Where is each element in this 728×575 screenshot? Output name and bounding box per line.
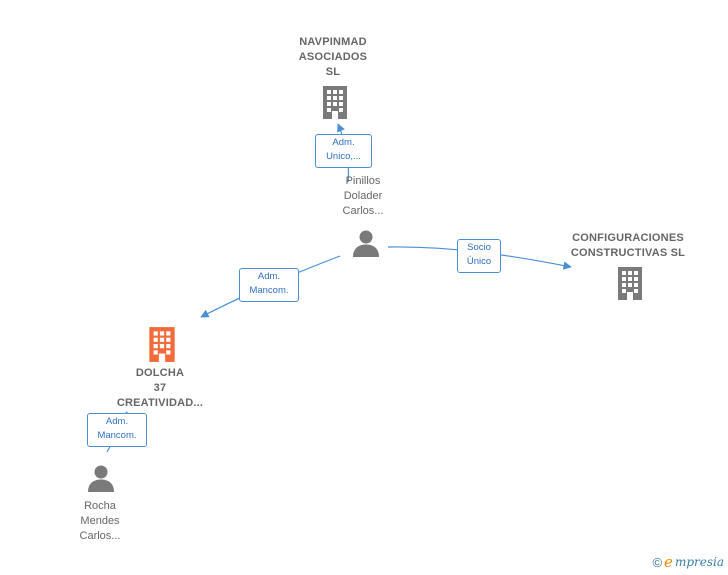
label-line: Socio [467, 242, 491, 253]
person-icon[interactable] [351, 229, 381, 257]
label-line: Mendes [80, 515, 120, 527]
label-line: CONSTRUCTIVAS SL [570, 247, 686, 259]
label-line: CREATIVIDAD... [116, 397, 204, 409]
label-line: CONFIGURACIONES [572, 232, 684, 244]
brand-logo-text: mpresia [674, 555, 724, 569]
brand-logo-letter: e [664, 553, 673, 571]
person-icon[interactable] [86, 464, 116, 492]
label-line: ASOCIADOS [298, 51, 368, 63]
label-line: SL [325, 66, 341, 78]
edge-label-adm-mancom-rocha[interactable]: Adm. Mancom. [87, 413, 147, 447]
node-label-pinillos[interactable]: Pinillos Dolader Carlos... [318, 174, 408, 219]
label-line: Único [466, 256, 492, 267]
label-line: Pinillos [345, 175, 381, 187]
edge-label-socio-unico[interactable]: Socio Único [457, 239, 501, 273]
label-line: Carlos... [342, 205, 384, 217]
edge-label-adm-unico[interactable]: Adm. Unico,... [315, 134, 372, 168]
label-line: Mancom. [249, 285, 289, 296]
label-line: Mancom. [97, 430, 137, 441]
building-icon-highlighted[interactable] [146, 325, 178, 363]
label-line: Unico,... [326, 151, 361, 162]
label-line: Carlos... [79, 530, 121, 542]
label-line: Adm. [257, 271, 281, 282]
label-line: Dolader [343, 190, 383, 202]
building-icon[interactable] [615, 265, 645, 301]
node-label-dolcha[interactable]: DOLCHA 37 CREATIVIDAD... [100, 366, 220, 411]
label-line: Adm. [105, 416, 129, 427]
label-line: DOLCHA [135, 367, 185, 379]
edge-label-adm-mancom-dolcha[interactable]: Adm. Mancom. [239, 268, 299, 302]
copyright-icon: © [652, 554, 663, 570]
node-label-rocha[interactable]: Rocha Mendes Carlos... [55, 499, 145, 544]
label-line: Rocha [84, 500, 116, 512]
label-line: NAVPINMAD [299, 36, 367, 48]
label-line: Adm. [332, 137, 355, 148]
label-line: 37 [153, 382, 167, 394]
node-label-configuraciones[interactable]: CONFIGURACIONES CONSTRUCTIVAS SL [558, 231, 698, 261]
building-icon[interactable] [320, 84, 350, 120]
node-label-navpinmad[interactable]: NAVPINMAD ASOCIADOS SL [283, 35, 383, 80]
